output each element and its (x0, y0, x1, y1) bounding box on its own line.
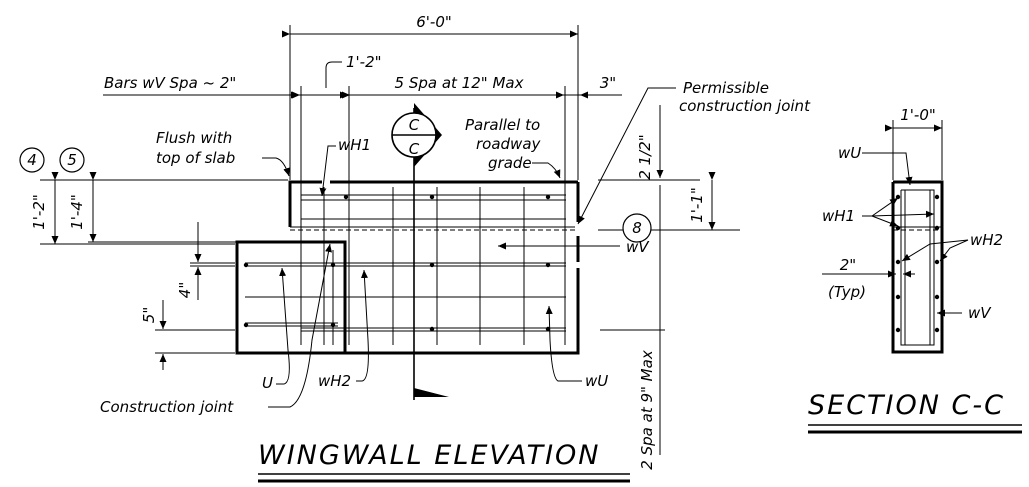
section-title: SECTION C-C (808, 390, 1005, 421)
flush-note-line2: top of slab (156, 149, 235, 167)
section-marker-top: C (409, 116, 420, 134)
permissible-joint-note: Permissible construction joint (577, 79, 811, 225)
wV-label: wV (626, 238, 650, 256)
left-dimensions: 4 5 1'-2" 1'-4" 4" 5" (19, 147, 288, 370)
joint-note-line1: Permissible (683, 79, 769, 97)
section-cover-note: (Typ) (828, 283, 866, 301)
circle-5: 5 (67, 151, 77, 169)
section-wU-label: wU (838, 144, 861, 162)
section-wH1-label: wH1 (822, 207, 855, 225)
parallel-note-line1: Parallel to (465, 116, 540, 134)
circle-8: 8 (632, 219, 642, 237)
main-spacing-label: 5 Spa at 12" Max (395, 74, 524, 92)
wH2-label: wH2 (318, 372, 351, 390)
bar-spacing-left-label: Bars wV Spa ~ 2" (104, 74, 236, 92)
dim-5in-label: 5" (140, 307, 158, 323)
right-gap-label: 3" (600, 74, 616, 92)
circle-4: 4 (27, 151, 37, 169)
joint-note-line2: construction joint (679, 97, 811, 115)
section-marker-bottom: C (409, 140, 420, 158)
section-cover-label: 2" (840, 256, 856, 274)
parallel-note-line3: grade (488, 154, 532, 172)
left-height-4-label: 1'-2" (30, 194, 48, 230)
section-width-label: 1'-0" (900, 106, 936, 124)
section-cc: 1'-0" wU wH1 wH2 2" (Typ) wV SECTION C- (808, 106, 1022, 434)
overall-width-dimension: 6'-0" (282, 13, 579, 180)
wU-label: wU (585, 372, 608, 390)
wH1-label-group: wH1 (319, 136, 371, 197)
top-offset-label: 2 1/2" (636, 134, 654, 179)
right-dimensions: 2 1/2" 1'-1" 2 Spa at 9" Max 8 wV (498, 105, 740, 470)
U-label: U (262, 374, 273, 392)
first-space-label: 1'-2" (346, 53, 382, 71)
elevation-title: WINGWALL ELEVATION (258, 440, 600, 471)
flush-note: Flush with top of slab (156, 129, 290, 177)
spacing-dimension-line: Bars wV Spa ~ 2" 5 Spa at 12" Max 3" 1'-… (103, 53, 622, 345)
left-height-5-label: 1'-4" (68, 194, 86, 230)
vertical-spacing-label: 2 Spa at 9" Max (638, 350, 656, 470)
bottom-leaders: U wH2 wU Construction joint (100, 243, 608, 416)
wH1-label: wH1 (338, 136, 371, 154)
flush-note-line1: Flush with (156, 129, 232, 147)
section-wH2-label: wH2 (970, 231, 1003, 249)
section-cut-marker: C C (391, 103, 449, 400)
parallel-note: Parallel to roadway grade (465, 116, 561, 179)
dim-4in-label: 4" (176, 282, 194, 298)
wingwall-outline (235, 180, 580, 355)
section-wV-label: wV (968, 304, 992, 322)
elevation-title-group: WINGWALL ELEVATION (258, 440, 630, 483)
parallel-note-line2: roadway (476, 135, 542, 153)
overall-width-label: 6'-0" (416, 13, 452, 31)
reinforcement-grid (243, 187, 566, 345)
construction-joint-label: Construction joint (100, 398, 234, 416)
right-height-label: 1'-1" (688, 187, 706, 223)
